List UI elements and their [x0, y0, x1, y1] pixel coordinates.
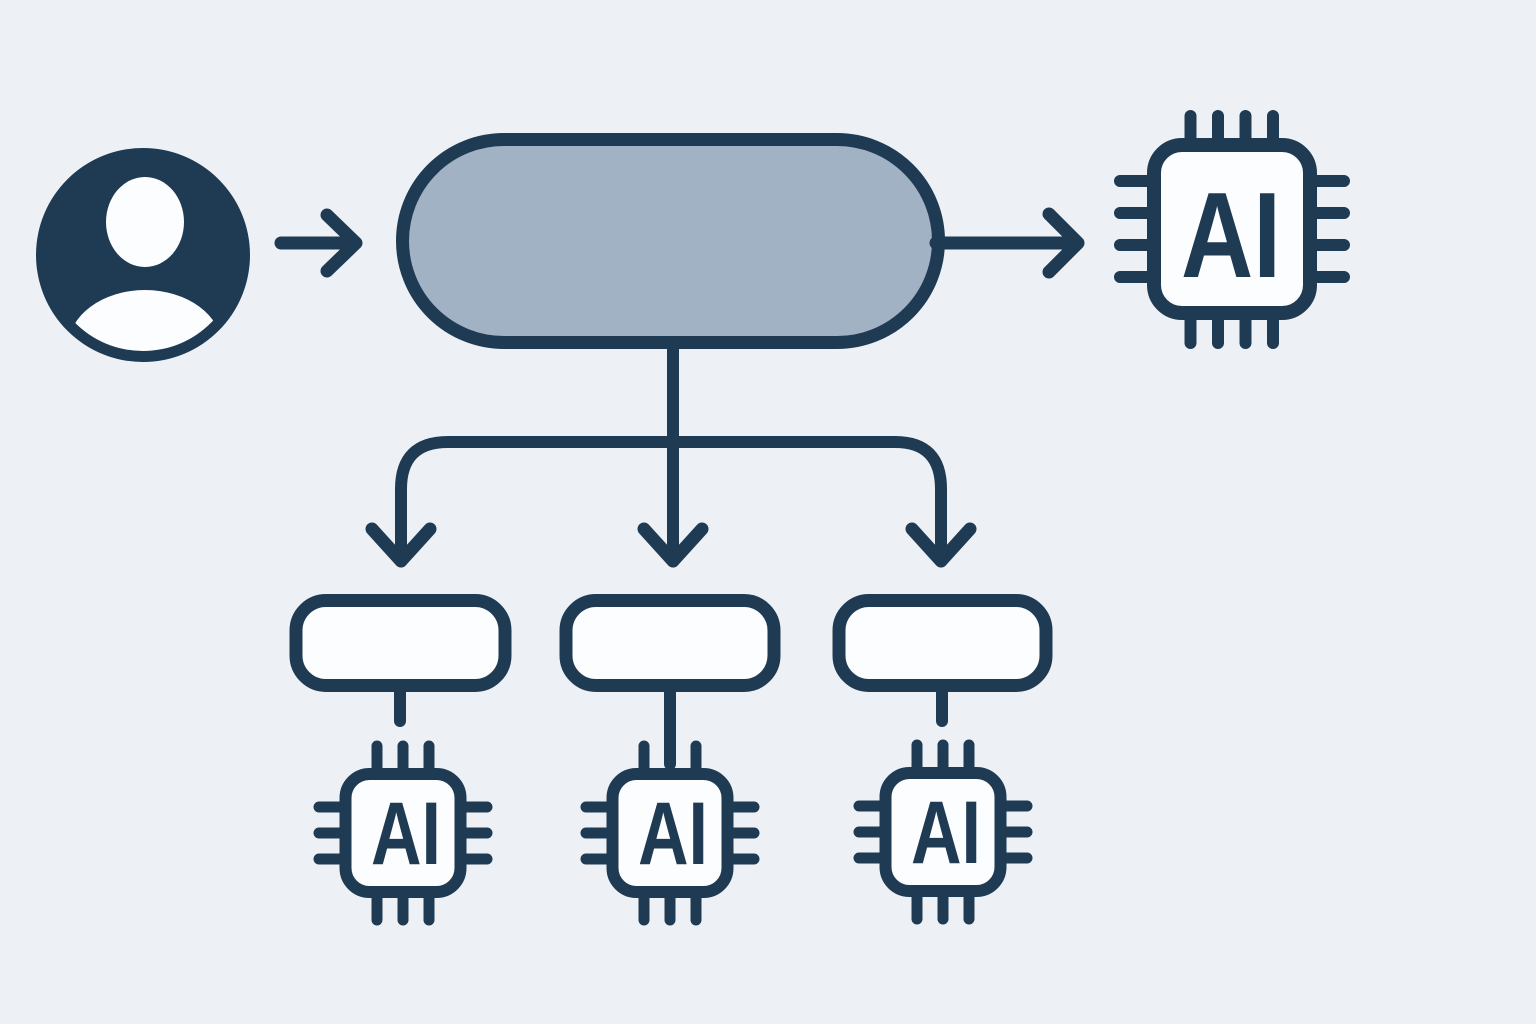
chip-pins-right — [459, 801, 493, 865]
arrow-user-to-task — [274, 208, 363, 278]
arrow-head-icon — [320, 208, 363, 278]
chip-body — [1147, 138, 1317, 320]
chip-pins-bottom — [1184, 306, 1279, 349]
chip-pins-left — [580, 801, 614, 865]
arrow-head-icon — [365, 522, 437, 568]
chip-pins-bottom — [638, 889, 702, 926]
chip-body — [606, 768, 734, 898]
branch-horizontal-rail — [395, 436, 947, 559]
subtask-node-2 — [559, 594, 781, 692]
chip-pins-top — [1184, 110, 1279, 152]
chip-pins-top — [371, 740, 435, 777]
ai-chip-icon-primary: AI — [1114, 110, 1350, 349]
arrow-head-icon — [637, 522, 709, 568]
chip-label: AI — [911, 782, 981, 882]
chip-pins-right — [1307, 175, 1350, 283]
chip-label: AI — [1181, 167, 1281, 303]
user-avatar-icon — [36, 148, 250, 362]
arrow-task-to-ai — [929, 207, 1085, 279]
subtask-node-1 — [289, 594, 512, 692]
subtask-chip-connectors — [394, 684, 948, 770]
chip-pins-right — [726, 801, 760, 865]
task-split-connectors — [365, 336, 977, 568]
chip-body — [879, 767, 1007, 897]
chip-pins-left — [1114, 175, 1157, 283]
chip-pins-left — [313, 801, 347, 865]
chip-pins-left — [853, 800, 887, 864]
chip-pins-top — [638, 740, 702, 777]
chip-pins-right — [999, 800, 1033, 864]
ai-chip-icon-subtask-2: AI — [580, 740, 760, 926]
chip-label: AI — [638, 783, 708, 883]
ai-chip-icon-subtask-1: AI — [313, 740, 493, 926]
avatar-shoulders — [68, 290, 222, 351]
arrow-head-icon — [1042, 207, 1085, 279]
subtask-row — [289, 594, 1053, 692]
subtask-node-3 — [832, 594, 1053, 692]
ai-chip-icon-subtask-3: AI — [853, 739, 1033, 925]
avatar-head — [106, 177, 184, 267]
chip-label: AI — [371, 783, 441, 883]
arrow-head-icon — [905, 522, 977, 568]
chip-pins-bottom — [371, 889, 435, 926]
chip-pins-bottom — [911, 888, 975, 925]
main-task-node — [396, 133, 945, 349]
chip-body — [339, 768, 467, 898]
chip-pins-top — [911, 739, 975, 776]
